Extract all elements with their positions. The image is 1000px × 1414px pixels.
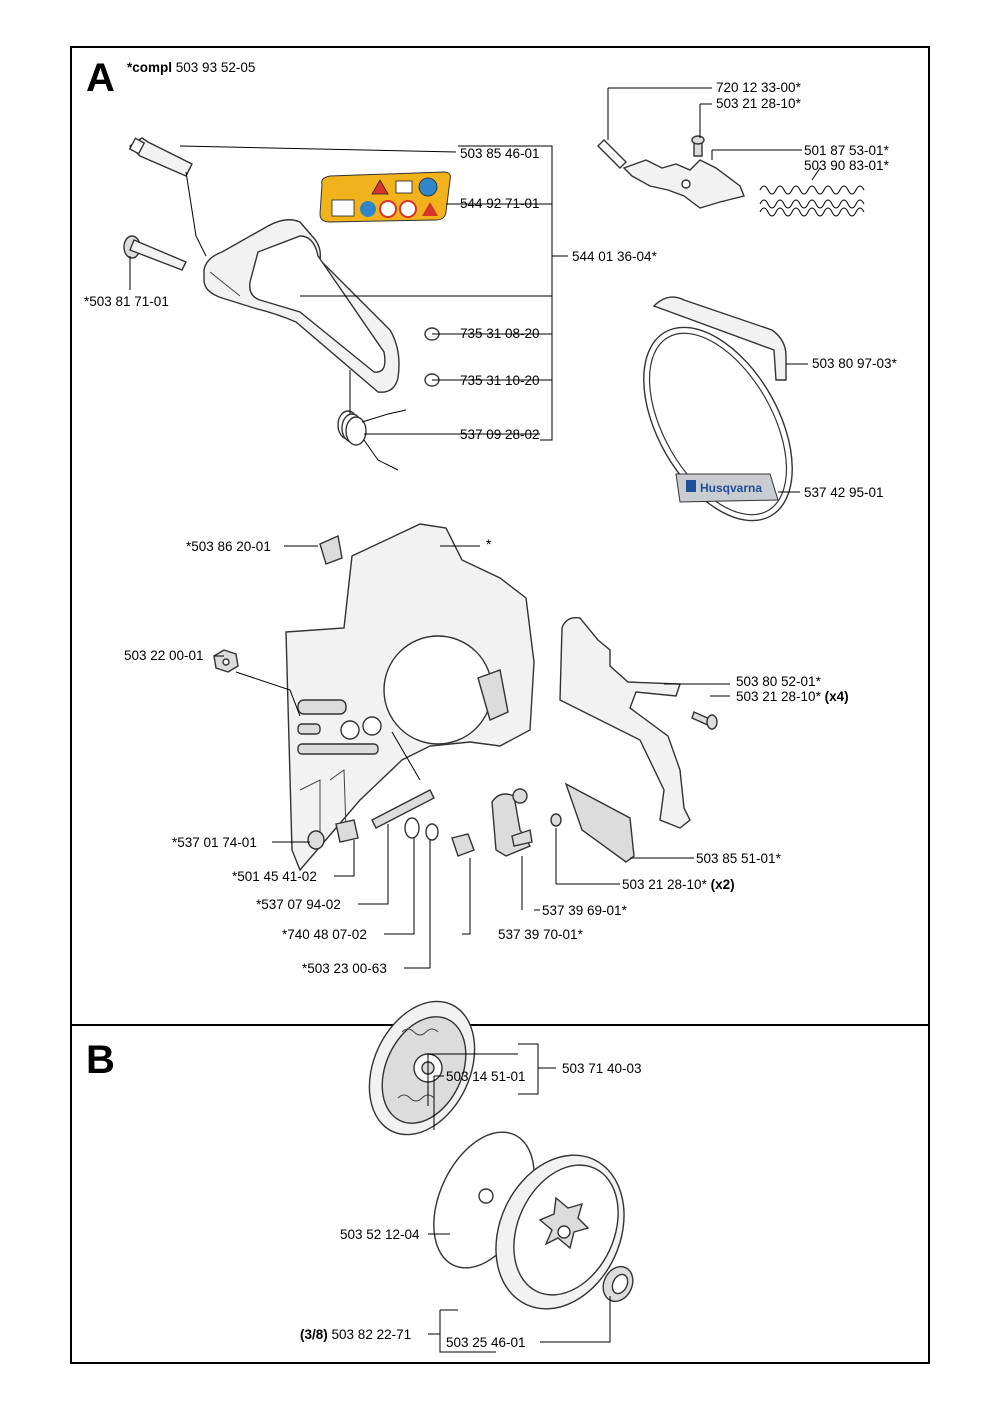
part-number: 503 21 28-10* [622, 877, 707, 892]
part-label: *537 01 74-01 [172, 835, 257, 850]
part-label: *740 48 07-02 [282, 927, 367, 942]
part-label: 503 85 51-01* [696, 851, 781, 866]
clutch-drum [495, 1154, 625, 1310]
part-label: *501 45 41-02 [232, 869, 317, 884]
compl-prefix: *compl [127, 60, 173, 75]
section-letter-a: A [86, 56, 115, 100]
brake-band [643, 296, 793, 522]
bolt-part [128, 137, 193, 177]
part-label: 503 52 12-04 [340, 1227, 420, 1242]
part-label: 537 09 28-02 [460, 427, 540, 442]
husqvarna-logo-text: Husqvarna [700, 481, 763, 495]
part-label: 735 31 08-20 [460, 326, 540, 341]
part-label: * [486, 537, 492, 552]
part-label: 503 14 51-01 [446, 1069, 526, 1084]
quantity: (x4) [824, 689, 849, 704]
part-label: 503 25 46-01 [446, 1335, 526, 1350]
part-label-qty: 503 21 28-10* (x4) [736, 689, 849, 705]
nut-part [213, 649, 239, 673]
compl-number: 503 93 52-05 [175, 60, 256, 75]
washer-part [424, 327, 440, 387]
quantity: (x2) [710, 877, 735, 892]
part-label: 503 80 52-01* [736, 674, 821, 689]
brake-lever-assembly [597, 135, 745, 209]
screw-part [123, 235, 187, 271]
part-label: 735 31 10-20 [460, 373, 540, 388]
part-label: 503 85 46-01 [460, 146, 540, 161]
compl-label: *compl 503 93 52-05 [127, 60, 255, 76]
part-label: 503 80 97-03* [812, 356, 897, 371]
part-label: 720 12 33-00* [716, 80, 801, 95]
section-divider [70, 1024, 930, 1026]
part-label: 537 42 95-01 [804, 485, 884, 500]
guard-plate [564, 782, 635, 863]
part-label-qty: 503 21 28-10* (x2) [622, 877, 735, 893]
part-label: 537 39 69-01* [542, 903, 627, 918]
clutch-cover [285, 523, 535, 872]
part-label: 501 87 53-01* [804, 143, 889, 158]
cover-screw [691, 711, 718, 730]
pitch: (3/8) [300, 1327, 328, 1342]
part-number: 503 21 28-10* [736, 689, 821, 704]
warning-decal [319, 171, 451, 223]
part-label: 503 22 00-01 [124, 648, 204, 663]
torsion-spring [337, 409, 407, 471]
coil-spring [759, 185, 865, 217]
clutch-assembly [368, 1000, 476, 1136]
part-label-pitch: (3/8) 503 82 22-71 [300, 1327, 411, 1343]
diagram-frame [70, 46, 930, 1364]
part-label: *503 23 00-63 [302, 961, 387, 976]
part-label: 544 01 36-04* [572, 249, 657, 264]
part-label: *503 81 71-01 [84, 294, 169, 309]
part-label: *503 86 20-01 [186, 539, 271, 554]
part-label: 503 90 83-01* [804, 158, 889, 173]
part-label: 537 39 70-01* [498, 927, 583, 942]
logo-plate [675, 473, 779, 503]
chain-adjuster [307, 789, 475, 857]
part-label: *537 07 94-02 [256, 897, 341, 912]
part-label: 503 71 40-03 [562, 1061, 642, 1076]
section-letter-b: B [86, 1038, 115, 1082]
chain-catcher [491, 788, 562, 857]
part-number: 503 82 22-71 [331, 1327, 412, 1342]
leader-lines [129, 87, 821, 1353]
sprocket-cover-plate [559, 617, 691, 829]
part-label: 503 21 28-10* [716, 96, 801, 111]
part-label: 544 92 71-01 [460, 196, 540, 211]
chain-brake-handle [203, 219, 400, 393]
